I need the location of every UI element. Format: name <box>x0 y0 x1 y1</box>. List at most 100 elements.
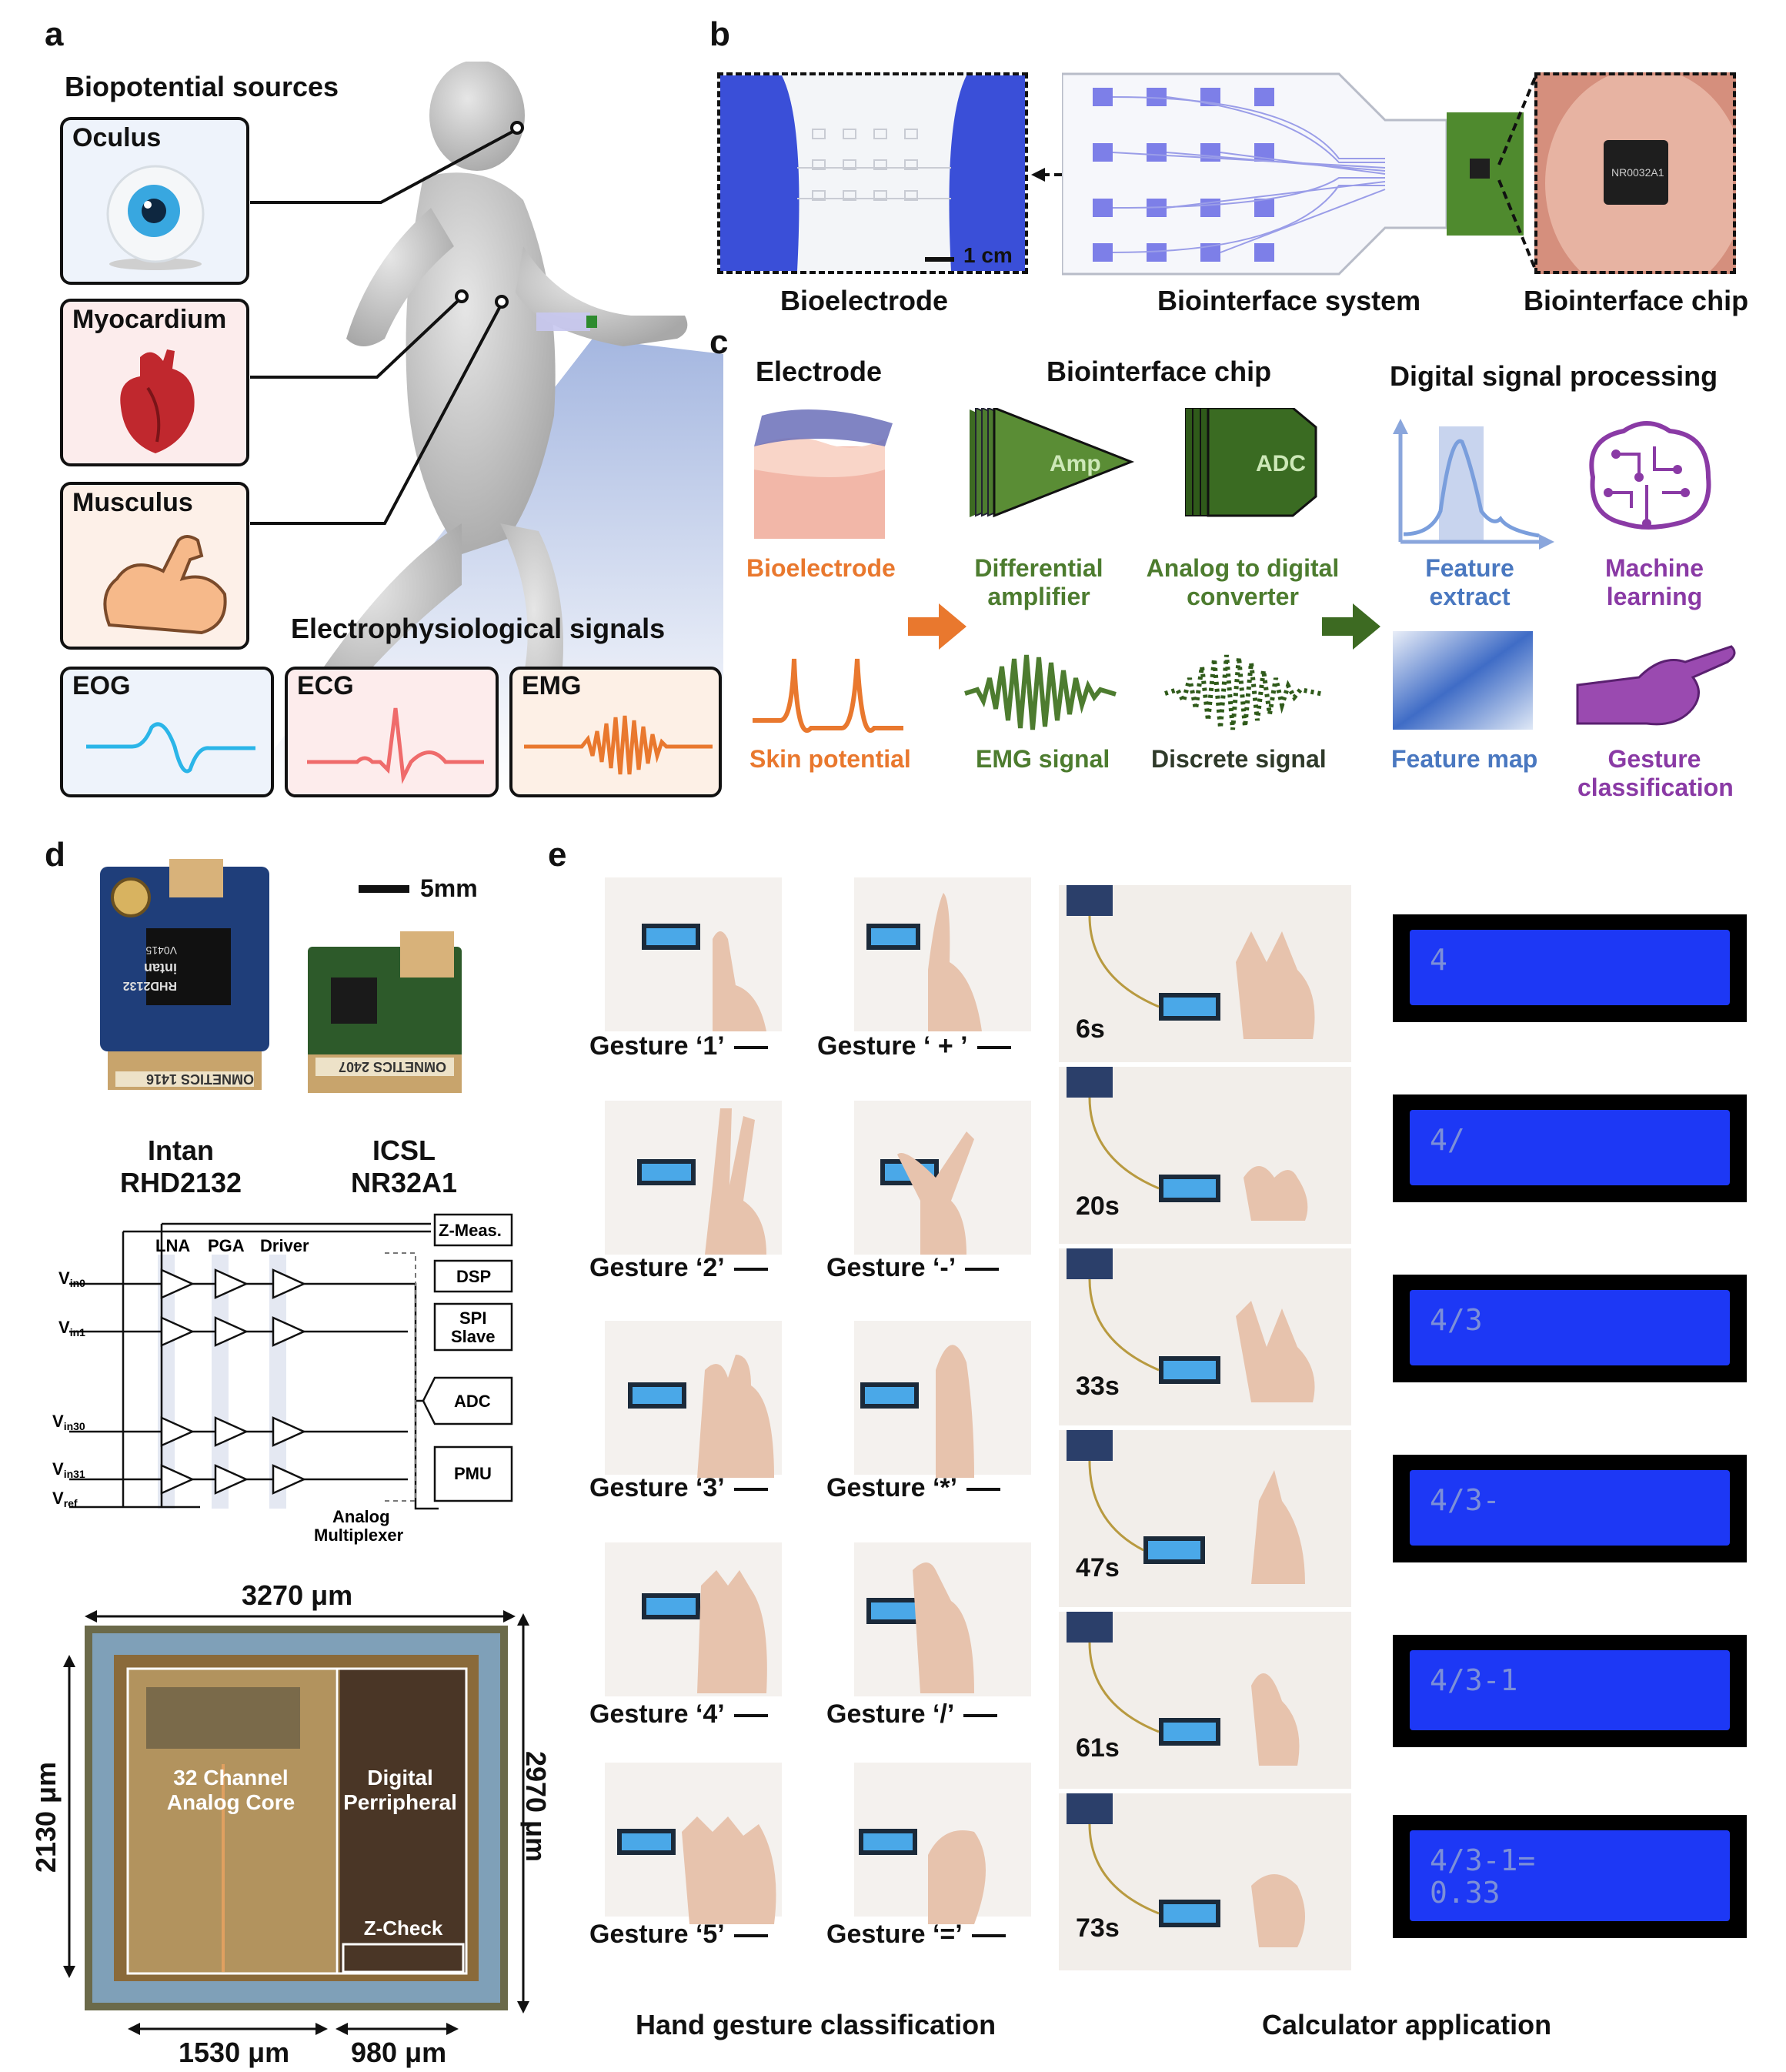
gesture-1-scale <box>733 1046 768 1050</box>
core-height-arrow <box>63 1655 75 1978</box>
electrode-header: Electrode <box>756 356 883 387</box>
mux-line2: Multiplexer <box>314 1526 404 1545</box>
time-20s: 20s <box>1076 1191 1120 1221</box>
icsl-chip-photo: OMNETICS 2407 <box>308 931 462 1093</box>
gesture-minus-scale <box>965 1268 1000 1272</box>
die-height-arrow <box>517 1613 529 2014</box>
electrophysiological-signals-title: Electrophysiological signals <box>291 613 666 644</box>
block-slave: Slave <box>451 1327 496 1346</box>
musculus-box: Musculus <box>60 482 249 650</box>
gesture-2-text: Gesture ‘2’ <box>589 1253 725 1282</box>
gesture-times-scale <box>966 1488 1001 1492</box>
core-width-arrow <box>128 2023 328 2035</box>
lcd-display-2: 4/ <box>1393 1094 1747 1202</box>
gesture-minus-text: Gesture ‘-’ <box>826 1253 956 1282</box>
intan-chip-photo: RHD2132 intan V0415 OMNETICS 1416 <box>100 859 269 1090</box>
panel-a-label: a <box>45 15 64 53</box>
diff-amp-line1: Differential <box>974 554 1103 582</box>
gesture-3-label: Gesture ‘3’ <box>589 1473 768 1503</box>
die-digital-label: Digital Perripheral <box>339 1766 462 1815</box>
gesture-1-label: Gesture ‘1’ <box>589 1031 768 1061</box>
lcd-display-5: 4/3-1 <box>1393 1635 1747 1747</box>
die-digital-line2: Perripheral <box>343 1790 457 1814</box>
digital-width-label: 980 μm <box>351 2037 447 2068</box>
ml-line2: learning <box>1606 583 1703 610</box>
gesture-4-label: Gesture ‘4’ <box>589 1699 768 1729</box>
die-digital-line1: Digital <box>367 1766 433 1790</box>
ecg-waveform <box>307 707 484 784</box>
input-vref: Vref <box>52 1489 78 1509</box>
hand-gesture-caption: Hand gesture classification <box>636 2009 996 2040</box>
amp-text: Amp <box>1050 451 1101 476</box>
gesture-3-text: Gesture ‘3’ <box>589 1473 725 1502</box>
ecg-box: ECG <box>285 667 499 797</box>
lcd-text-4: 4/3- <box>1430 1483 1501 1517</box>
biointerface-chip-photo: NR0032A1 <box>1534 72 1736 274</box>
intan-name-line2: RHD2132 <box>119 1167 242 1198</box>
eog-label: EOG <box>72 671 131 700</box>
lcd-display-4: 4/3- <box>1393 1455 1747 1562</box>
core-height-label: 2130 μm <box>30 1761 62 1873</box>
afe-schematic: LNA PGA Driver Z-Meas. DSP SPI Slave ADC… <box>52 1213 513 1545</box>
skin-potential-label: Skin potential <box>749 745 911 773</box>
block-adc: ADC <box>454 1392 491 1411</box>
lcd-text-2: 4/ <box>1430 1123 1465 1157</box>
orange-arrow <box>908 603 966 650</box>
ml-line1: Machine <box>1604 554 1704 582</box>
stage-driver: Driver <box>260 1236 309 1255</box>
intan-mark-1: RHD2132 <box>123 979 177 992</box>
bioelectrode-caption: Bioelectrode <box>780 285 949 316</box>
emg-label: EMG <box>522 671 582 700</box>
biointerface-system-caption: Biointerface system <box>1157 285 1421 316</box>
block-zmeas: Z-Meas. <box>439 1221 502 1240</box>
biointerface-chip-caption: Biointerface chip <box>1524 285 1749 316</box>
adc-line2: converter <box>1187 583 1299 610</box>
feature-extract-line1: Feature <box>1425 554 1514 582</box>
gesture-plus-label: Gesture ‘ + ’ <box>817 1031 1011 1061</box>
feature-map-image <box>1393 631 1533 730</box>
panel-c-label: c <box>709 323 729 361</box>
lcd-display-3: 4/3 <box>1393 1275 1747 1382</box>
myocardium-label: Myocardium <box>72 305 227 334</box>
icsl-connector: OMNETICS 2407 <box>339 1059 446 1074</box>
gesture-divide-scale <box>963 1714 998 1718</box>
biointerface-system-diagram <box>1062 72 1524 276</box>
gesture-divide-label: Gesture ‘/’ <box>826 1699 998 1729</box>
die-core-line1: 32 Channel <box>173 1766 289 1790</box>
gesture-5-scale <box>733 1934 768 1938</box>
gesture-5-text: Gesture ‘5’ <box>589 1920 725 1949</box>
block-dsp: DSP <box>456 1267 491 1286</box>
die-width: 3270 μm <box>242 1579 353 1611</box>
gesture-times-label: Gesture ‘*’ <box>826 1473 1001 1503</box>
dsp-header: Digital signal processing <box>1390 360 1718 392</box>
adc-label: Analog to digital converter <box>1139 554 1347 611</box>
die-core-line2: Analog Core <box>166 1790 295 1814</box>
emg-box: EMG <box>509 667 722 797</box>
stage-pga: PGA <box>208 1236 245 1255</box>
icsl-name: ICSL NR32A1 <box>323 1135 485 1199</box>
block-pmu: PMU <box>454 1464 492 1483</box>
feature-extract-label: Feature extract <box>1393 554 1547 611</box>
diff-amp-line2: amplifier <box>987 583 1090 610</box>
gesture-classification-label: Gesture classification <box>1577 745 1734 802</box>
intan-name-line1: Intan <box>148 1135 214 1166</box>
gesture-equals-label: Gesture ‘=’ <box>826 1920 1006 1950</box>
calculator-caption: Calculator application <box>1262 2009 1552 2040</box>
intan-mark-3: V0415 <box>145 944 177 957</box>
amp-icon: Amp <box>970 408 1135 518</box>
input-vin31: Vin31 <box>52 1459 85 1480</box>
panel-e-label: e <box>548 836 567 874</box>
feature-extract-plot <box>1393 419 1554 550</box>
skin-electrode-icon <box>754 409 893 539</box>
ml-label: Machine learning <box>1577 554 1731 611</box>
emg-waveform <box>524 715 713 775</box>
oculus-label: Oculus <box>72 123 162 152</box>
lcd-text-3: 4/3 <box>1430 1303 1483 1337</box>
die-photo <box>85 1626 508 2010</box>
die-core-label: 32 Channel Analog Core <box>139 1766 323 1815</box>
feature-map-label: Feature map <box>1391 745 1538 773</box>
gesture-5-label: Gesture ‘5’ <box>589 1920 768 1950</box>
intan-connector: OMNETICS 1416 <box>146 1071 254 1087</box>
time-73s: 73s <box>1076 1913 1120 1943</box>
gesture-2-scale <box>733 1268 768 1272</box>
